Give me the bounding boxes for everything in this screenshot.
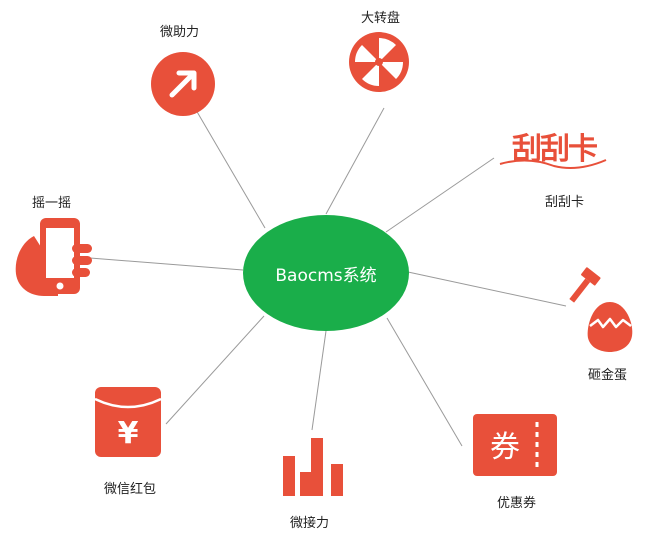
scratch-card-logo-text: 刮刮卡	[512, 132, 597, 167]
wheel-icon	[349, 32, 409, 92]
connector-line	[386, 317, 463, 447]
connector-line	[325, 107, 385, 215]
connector-line	[89, 257, 244, 271]
node-label-weijieli: 微接力	[290, 516, 330, 531]
node-label-dazhuanpan: 大转盘	[361, 11, 401, 26]
center-node: Baocms系统	[243, 215, 409, 331]
scratch-card-logo-icon: 刮刮卡	[499, 132, 607, 169]
hammer-egg-icon	[569, 267, 633, 352]
connector-line	[165, 315, 265, 425]
node-label-yaoyiyao: 摇一摇	[32, 196, 72, 211]
red-envelope-icon: ¥	[95, 387, 161, 457]
shake-phone-icon	[15, 218, 92, 296]
node-label-youhuiquan: 优惠券	[497, 496, 537, 511]
coupon-icon: 券	[473, 414, 557, 476]
node-label-weizhuli: 微助力	[160, 25, 200, 40]
center-label: Baocms系统	[275, 265, 377, 286]
bar-chart-icon	[283, 438, 343, 496]
connector-line	[407, 271, 567, 307]
arrow-up-right-circle-icon	[151, 52, 215, 116]
node-label-weixinhongbao: 微信红包	[104, 482, 157, 497]
red-envelope-icon-text: ¥	[118, 416, 139, 451]
connector-line	[311, 330, 327, 431]
connector-line	[195, 109, 266, 229]
node-label-zajindan: 砸金蛋	[588, 368, 628, 383]
coupon-icon-text: 券	[490, 430, 520, 465]
node-label-guaguaka: 刮刮卡	[545, 195, 585, 210]
connector-line	[385, 157, 495, 233]
